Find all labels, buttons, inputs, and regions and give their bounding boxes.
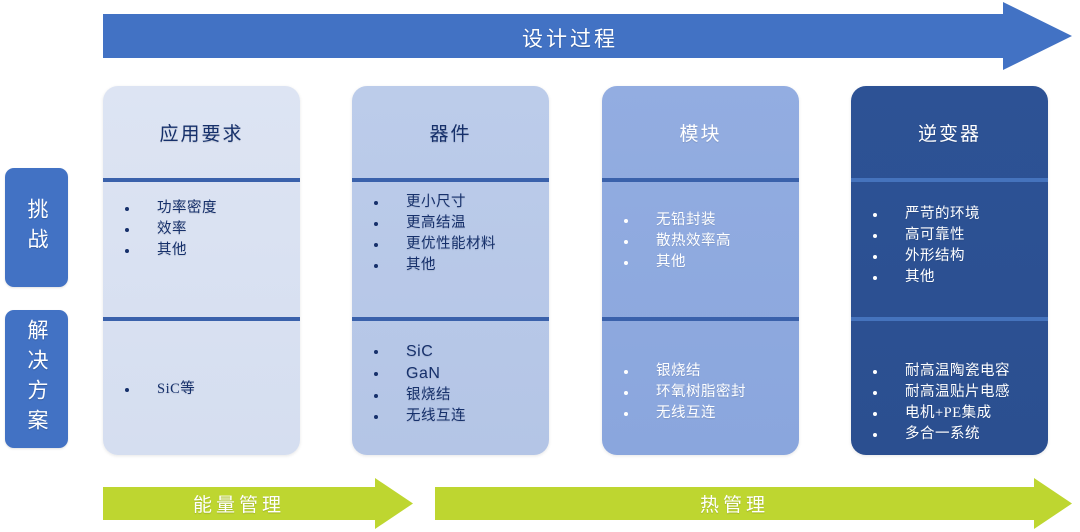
- list-item: 银烧结: [372, 385, 543, 406]
- bottom-arrow-energy-management: 能量管理: [103, 478, 413, 529]
- row-label-solution-text: 解决方案: [25, 319, 49, 439]
- list-item: 更高结温: [372, 213, 543, 234]
- row-label-challenge-text: 挑战: [25, 197, 49, 258]
- right-arrow-icon: [103, 478, 413, 529]
- row-label-challenge: 挑战: [5, 168, 68, 287]
- card-divider: [352, 178, 549, 182]
- list-item: 严苛的环境: [871, 204, 1042, 225]
- solutions-section: 银烧结 环氧树脂密封 无线互连: [602, 321, 799, 456]
- list-item: 其他: [622, 252, 793, 273]
- stage-title: 应用要求: [159, 123, 244, 145]
- list-item: 其他: [123, 240, 294, 261]
- solutions-section: 耐高温陶瓷电容 耐高温贴片电感 电机+PE集成 多合一系统: [851, 321, 1048, 456]
- challenges-section: 更小尺寸 更高结温 更优性能材料 其他: [352, 182, 549, 317]
- solutions-list: 耐高温陶瓷电容 耐高温贴片电感 电机+PE集成 多合一系统: [871, 361, 1042, 445]
- list-item: SiC: [372, 341, 543, 363]
- card-divider-secondary: [352, 316, 549, 321]
- list-item: 功率密度: [123, 198, 294, 219]
- list-item: 耐高温陶瓷电容: [871, 361, 1042, 382]
- stage-card-module: 模块 无铅封装 散热效率高 其他 银烧结 环氧树脂密封 无线互连: [602, 86, 799, 455]
- solutions-list: SiC GaN 银烧结 无线互连: [372, 341, 543, 427]
- stage-card-device: 器件 更小尺寸 更高结温 更优性能材料 其他 SiC GaN 银烧结 无线互连: [352, 86, 549, 455]
- solutions-section: SiC等: [103, 321, 300, 456]
- list-item: 散热效率高: [622, 231, 793, 252]
- challenges-list: 功率密度 效率 其他: [123, 198, 294, 261]
- list-item: 外形结构: [871, 246, 1042, 267]
- list-item: 更优性能材料: [372, 234, 543, 255]
- list-item: 多合一系统: [871, 424, 1042, 445]
- card-divider-secondary: [602, 316, 799, 321]
- design-process-label: 设计过程: [522, 27, 618, 51]
- bottom-arrow-energy-label: 能量管理: [192, 495, 285, 516]
- challenges-section: 功率密度 效率 其他: [103, 182, 300, 317]
- list-item: 无线互连: [372, 406, 543, 427]
- row-label-solution: 解决方案: [5, 310, 68, 448]
- list-item: 更小尺寸: [372, 192, 543, 213]
- stage-title: 逆变器: [917, 123, 981, 145]
- stage-title: 模块: [679, 123, 722, 145]
- design-process-arrow: 设计过程: [103, 2, 1072, 70]
- list-item: 无铅封装: [622, 210, 793, 231]
- list-item: 无线互连: [622, 403, 793, 424]
- challenges-list: 更小尺寸 更高结温 更优性能材料 其他: [372, 192, 543, 276]
- challenges-section: 无铅封装 散热效率高 其他: [602, 182, 799, 317]
- bottom-arrow-thermal-management: 热管理: [435, 478, 1072, 529]
- list-item: 其他: [871, 267, 1042, 288]
- list-item: 其他: [372, 255, 543, 276]
- right-arrow-icon: [435, 478, 1072, 529]
- list-item: 电机+PE集成: [871, 403, 1042, 424]
- list-item: 银烧结: [622, 361, 793, 382]
- list-item: 效率: [123, 219, 294, 240]
- solutions-section: SiC GaN 银烧结 无线互连: [352, 321, 549, 456]
- challenges-list: 无铅封装 散热效率高 其他: [622, 210, 793, 273]
- challenges-list: 严苛的环境 高可靠性 外形结构 其他: [871, 204, 1042, 288]
- card-divider: [602, 178, 799, 182]
- solutions-list: SiC等: [123, 379, 294, 400]
- bottom-arrow-thermal-label: 热管理: [699, 495, 769, 516]
- list-item: GaN: [372, 363, 543, 385]
- stage-card-inverter: 逆变器 严苛的环境 高可靠性 外形结构 其他 耐高温陶瓷电容 耐高温贴片电感 电…: [851, 86, 1048, 455]
- list-item: SiC等: [123, 379, 294, 400]
- card-divider: [851, 178, 1048, 182]
- stage-title: 器件: [429, 123, 472, 145]
- card-divider-secondary: [851, 316, 1048, 321]
- right-arrow-icon: [103, 2, 1072, 70]
- stage-card-application-requirements: 应用要求 功率密度 效率 其他 SiC等: [103, 86, 300, 455]
- list-item: 高可靠性: [871, 225, 1042, 246]
- list-item: 环氧树脂密封: [622, 382, 793, 403]
- list-item: 耐高温贴片电感: [871, 382, 1042, 403]
- card-divider-secondary: [103, 316, 300, 321]
- card-divider: [103, 178, 300, 182]
- challenges-section: 严苛的环境 高可靠性 外形结构 其他: [851, 182, 1048, 317]
- solutions-list: 银烧结 环氧树脂密封 无线互连: [622, 361, 793, 424]
